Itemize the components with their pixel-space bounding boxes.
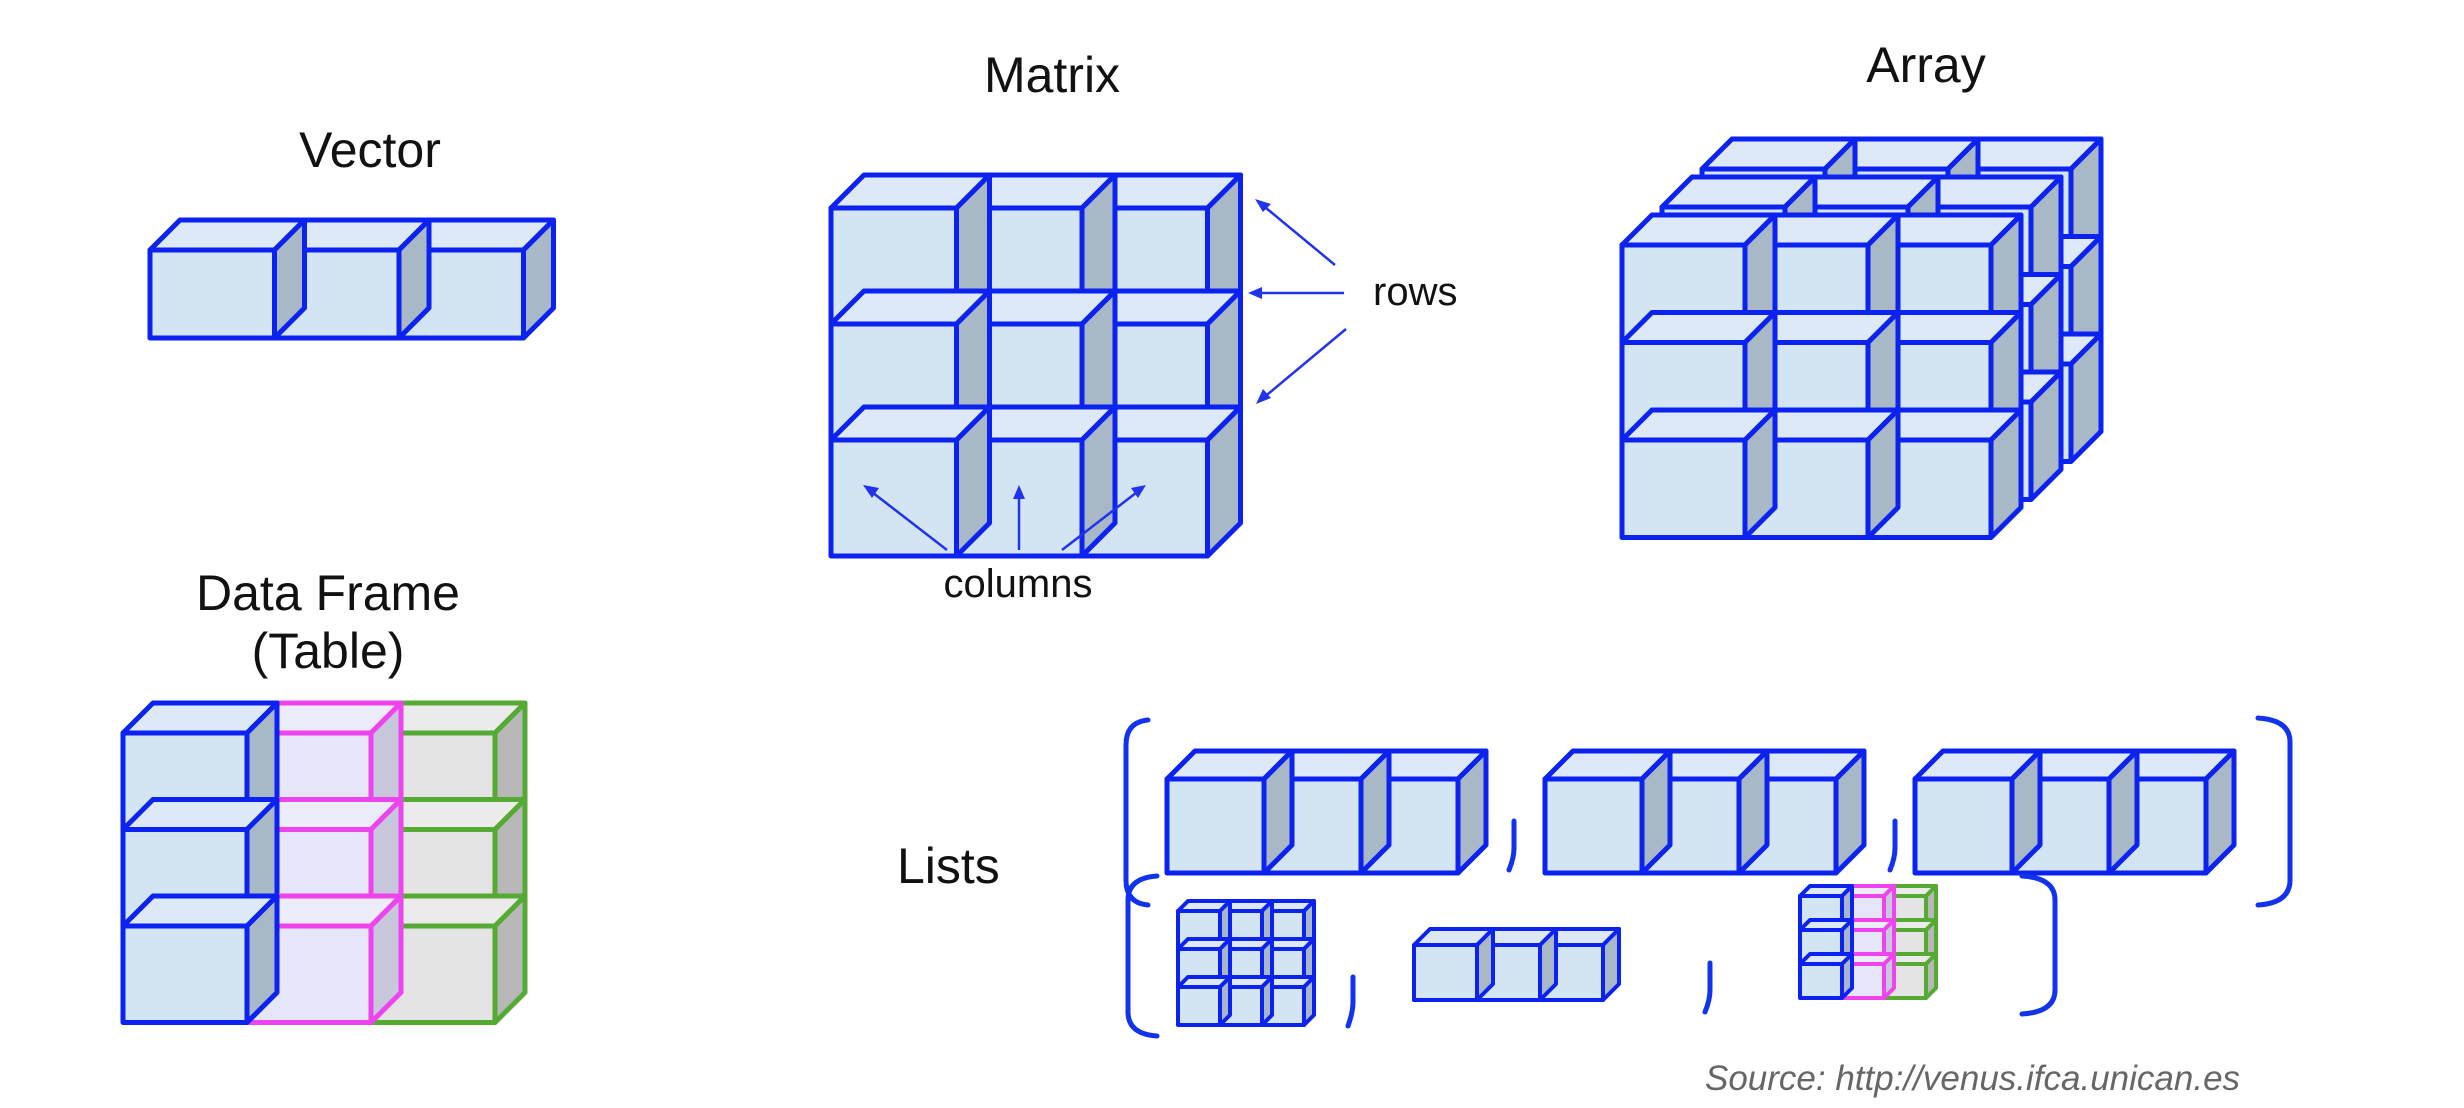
vector-structure — [147, 217, 556, 341]
cube-front-face — [1619, 437, 1748, 540]
columns-arrow-right — [1061, 485, 1146, 551]
cube-front-face — [828, 437, 959, 559]
cube-front-face — [1798, 962, 1844, 1000]
list-1-comma — [1887, 818, 1898, 873]
cube-cell — [1742, 407, 1901, 540]
lists-title: Lists — [897, 838, 1000, 894]
list-1-close-bracket — [2255, 715, 2293, 908]
list-2-close-bracket — [2019, 873, 2058, 1017]
cube-cell — [1176, 975, 1232, 1027]
columns-annotation: columns — [863, 485, 1146, 606]
list-2-open-bracket — [1125, 873, 1160, 1039]
rows-label: rows — [1373, 270, 1457, 314]
cube-cell — [1912, 748, 2043, 876]
cube-front-face — [1176, 985, 1222, 1027]
rows-arrow-up — [1255, 199, 1336, 266]
matrix-title: Matrix — [984, 47, 1120, 103]
list-2-item-vector — [1412, 927, 1621, 1002]
cube-front-face — [147, 247, 277, 341]
list-1-open-bracket — [1123, 717, 1151, 908]
array-structure — [1619, 136, 2104, 540]
list-1-item-vector — [1164, 748, 1489, 876]
cube-cell — [828, 404, 992, 559]
columns-arrow-center — [1013, 485, 1025, 550]
list-row-2 — [1125, 873, 2058, 1039]
cube-cell — [1542, 748, 1673, 876]
list-row-1 — [1123, 715, 2293, 908]
cube-cell — [147, 217, 307, 341]
list-1-comma — [1506, 818, 1517, 873]
cube-front-face — [1912, 776, 2015, 876]
matrix-structure — [828, 172, 1243, 559]
source-credit: Source: http://venus.ifca.unican.es — [1705, 1059, 2240, 1098]
rows-arrow-down — [1256, 328, 1347, 404]
rows-arrow-left — [1248, 287, 1344, 299]
vector-title: Vector — [299, 122, 441, 178]
list-2-item-matrix — [1176, 899, 1316, 1027]
columns-arrow-left — [863, 485, 948, 551]
columns-label: columns — [944, 562, 1093, 606]
data-frame-structure — [120, 700, 528, 1025]
cube-front-face — [1542, 776, 1645, 876]
list-2-item-data-frame — [1798, 884, 1938, 1000]
list-2-comma — [1345, 974, 1356, 1029]
data-frame-subtitle: (Table) — [252, 623, 405, 679]
list-2-comma — [1702, 960, 1713, 1015]
array-title: Array — [1866, 37, 1985, 93]
cube-front-face — [120, 923, 250, 1025]
cube-cell — [1412, 927, 1495, 1002]
cube-front-face — [1412, 943, 1479, 1002]
cube-cell — [1164, 748, 1295, 876]
cube-cell — [1798, 952, 1854, 1000]
list-1-item-vector — [1542, 748, 1867, 876]
cube-cell — [120, 893, 280, 1025]
rows-annotation: rows — [1248, 199, 1457, 404]
cube-cell — [368, 893, 528, 1025]
list-1-item-vector — [1912, 748, 2237, 876]
data-frame-title: Data Frame — [196, 565, 460, 621]
cube-front-face — [1164, 776, 1267, 876]
cube-cell — [1619, 407, 1778, 540]
